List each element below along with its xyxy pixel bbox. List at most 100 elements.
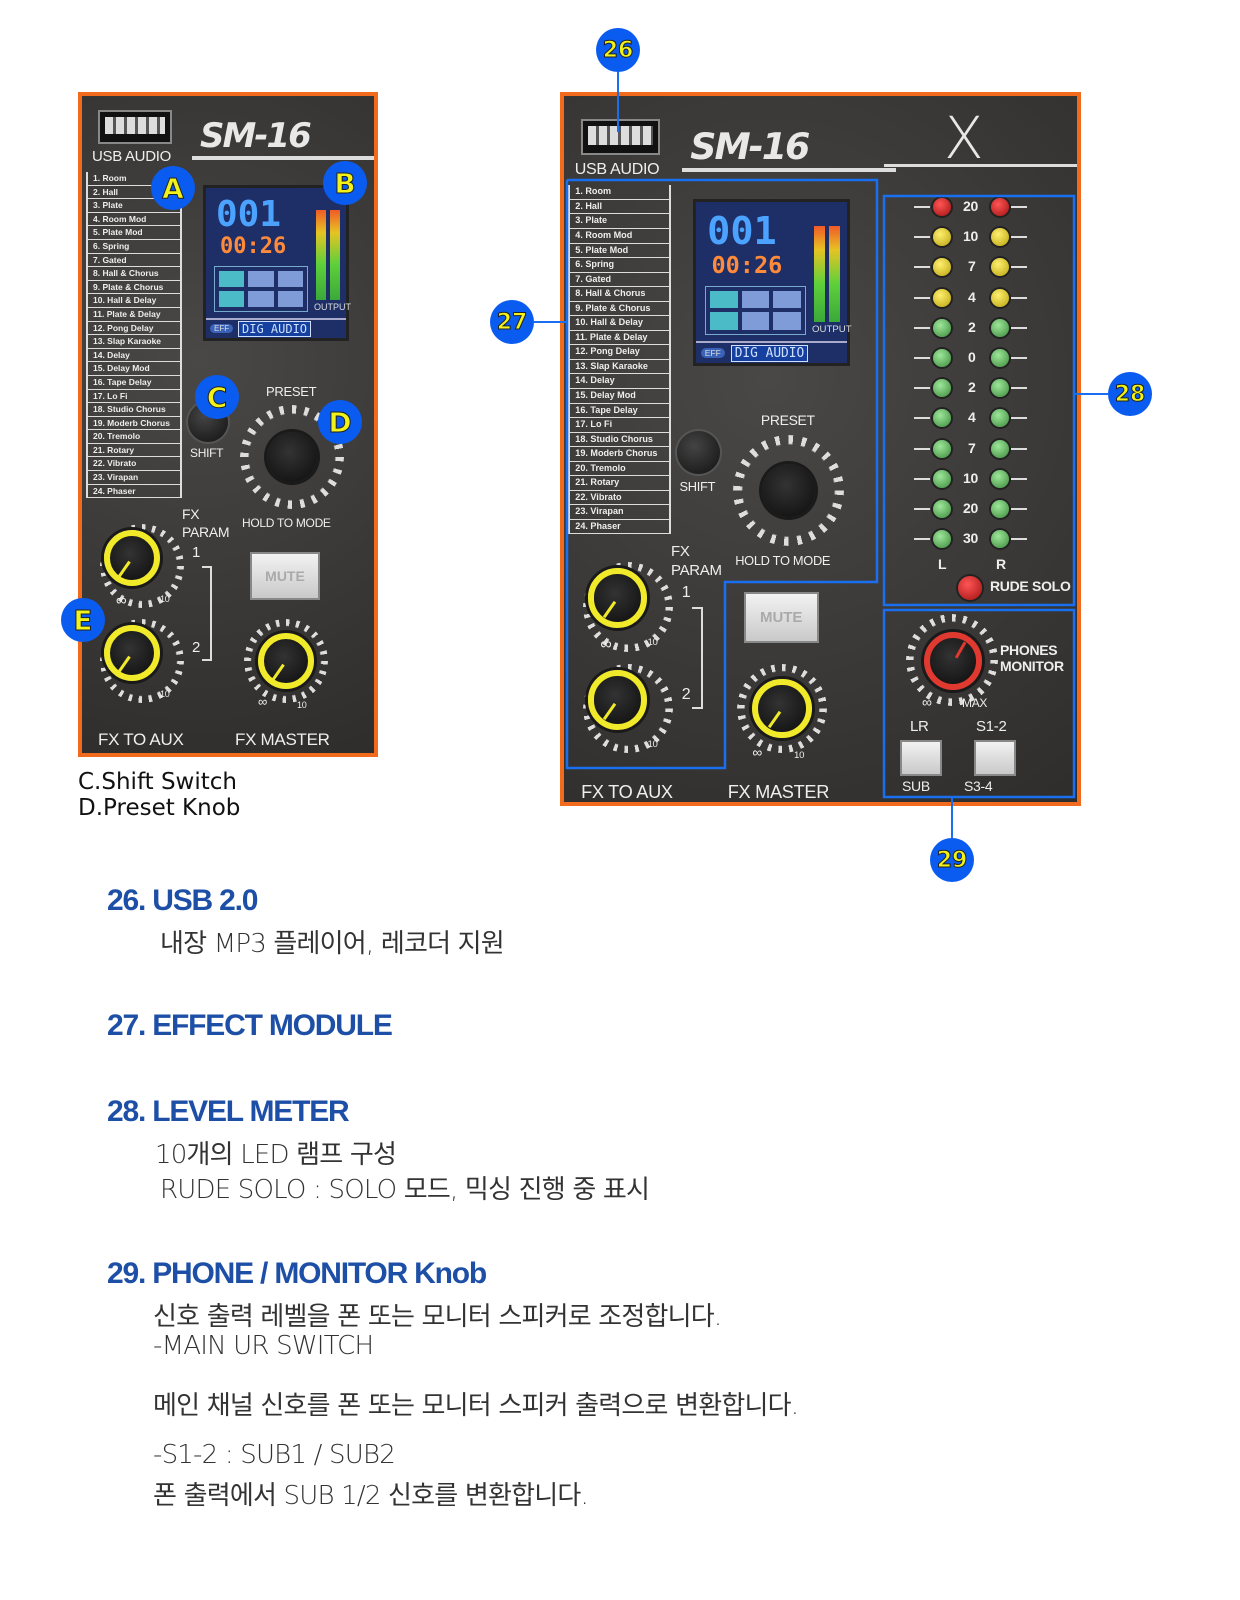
meter-tick <box>914 326 930 329</box>
meter-tick <box>1011 236 1027 239</box>
meter-tick <box>1011 538 1027 541</box>
logo-rule <box>884 164 1077 167</box>
effect-item: 14. Delay <box>570 374 669 389</box>
meter-scale-label: 30 <box>963 530 978 547</box>
badge-27: 27 <box>490 300 534 344</box>
bracket <box>692 606 704 709</box>
shift-button[interactable] <box>677 431 721 475</box>
knob-max-label[interactable]: 10 <box>160 689 170 699</box>
knob-min-label[interactable]: ∞ <box>116 592 127 609</box>
playback-time: 00:26 <box>220 234 287 259</box>
lr-label: LR <box>910 718 929 735</box>
phones-max-label: MAX <box>962 696 988 710</box>
meter-tick <box>1011 387 1027 390</box>
knob-number-label[interactable]: 1 <box>681 583 691 602</box>
preset-label: PRESET <box>760 412 815 429</box>
meter-tick <box>1011 326 1027 329</box>
effect-item: 10. Hall & Delay <box>88 294 180 308</box>
meter-scale-label: 20 <box>963 500 978 516</box>
mute-button[interactable]: MUTE <box>250 552 320 600</box>
meter-tick <box>914 357 930 359</box>
knob-number-label[interactable]: 1 <box>192 544 201 561</box>
meter-scale-label: 4 <box>968 409 976 426</box>
knob-max-label[interactable]: 10 <box>647 738 658 750</box>
fx-master-knob[interactable] <box>752 678 813 739</box>
led-right <box>991 288 1009 307</box>
badge-a: A <box>151 166 195 210</box>
effect-item: 15. Delay Mod <box>88 362 180 376</box>
section-27-title: 27. EFFECT MODULE <box>107 1009 393 1042</box>
effect-item: 8. Hall & Chorus <box>570 287 669 302</box>
fx-master-label: FX MASTER <box>727 782 830 803</box>
effect-item: 6. Spring <box>88 240 180 254</box>
effect-item: 11. Plate & Delay <box>88 308 180 322</box>
badge-29: 29 <box>930 838 974 882</box>
effect-item: 13. Slap Karaoke <box>88 335 180 349</box>
usb-audio-label: USB AUDIO <box>574 159 660 178</box>
preset-number: 001 <box>216 194 282 235</box>
fx-param-label-2: PARAM <box>671 561 722 579</box>
effect-item: 9. Plate & Chorus <box>88 281 180 295</box>
knob-number-label[interactable]: 2 <box>681 685 691 703</box>
lcd-mode-icon <box>741 290 770 309</box>
meter-tick <box>1011 296 1027 299</box>
badge-28: 28 <box>1108 372 1152 416</box>
s34-label: S3-4 <box>964 778 993 794</box>
knob-max-label[interactable]: 10 <box>647 636 658 648</box>
fx-to-aux-knob[interactable] <box>587 670 648 730</box>
fx-param-label-2: PARAM <box>182 524 230 540</box>
led-left <box>933 379 951 398</box>
knob-number-label[interactable]: 2 <box>192 639 201 656</box>
led-left <box>933 228 951 247</box>
meter-scale-label: 2 <box>968 379 976 396</box>
fx-param-knob[interactable] <box>104 530 160 586</box>
section-29-text-2: -MAIN UR SWITCH <box>153 1331 374 1361</box>
lcd-mode-icon <box>248 291 274 307</box>
mute-button[interactable]: MUTE <box>743 591 819 644</box>
led-right <box>991 379 1009 398</box>
led-left <box>933 409 951 428</box>
lcd-mode-icon <box>773 290 801 309</box>
preset-knob[interactable] <box>761 463 816 518</box>
meter-tick <box>1011 357 1027 359</box>
led-left <box>933 530 951 549</box>
phones-monitor-knob[interactable] <box>924 632 982 690</box>
led-left <box>933 469 951 488</box>
knob-min-label[interactable]: ∞ <box>600 634 612 653</box>
effect-item: 12. Pong Delay <box>88 322 180 336</box>
phones-label: PHONES <box>1000 642 1058 658</box>
lcd-mode-icon <box>248 271 274 287</box>
meter-scale-label: 0 <box>968 349 976 365</box>
lcd-mode-icon <box>219 271 245 287</box>
section-29-text-1: 신호 출력 레벨을 폰 또는 모니터 스피커로 조정합니다. <box>153 1302 722 1332</box>
output-label: OUTPUT <box>314 302 351 312</box>
fx-param-knob[interactable] <box>587 568 648 629</box>
led-right <box>991 258 1009 277</box>
fx-to-aux-knob[interactable] <box>104 625 160 681</box>
effect-item: 21. Rotary <box>88 444 180 458</box>
fx-master-knob[interactable] <box>258 633 314 689</box>
lr-sub-switch[interactable] <box>900 740 942 776</box>
led-left <box>933 349 951 367</box>
preset-knob[interactable] <box>267 432 317 482</box>
section-28-title: 28. LEVEL METER <box>107 1095 350 1128</box>
effect-item: 7. Gated <box>570 273 669 288</box>
knob-max-label[interactable]: 10 <box>160 594 170 604</box>
effect-item: 4. Room Mod <box>570 229 669 244</box>
fx-master-label: FX MASTER <box>235 730 330 749</box>
s12-s34-switch[interactable] <box>974 740 1016 776</box>
lcd-mode-icon <box>773 312 801 330</box>
led-right <box>991 409 1009 428</box>
output-bar-right <box>330 210 340 300</box>
lcd-mode-icon <box>277 271 303 287</box>
section-29-title: 29. PHONE / MONITOR Knob <box>107 1257 487 1290</box>
meter-tick <box>1011 447 1027 450</box>
lcd-mode-icon <box>277 291 303 307</box>
section-26-text: 내장 MP3 플레이어, 레코더 지원 <box>160 929 505 959</box>
meter-tick <box>1011 266 1027 269</box>
shift-label: SHIFT <box>190 446 224 460</box>
meter-scale-label: 7 <box>968 439 976 456</box>
